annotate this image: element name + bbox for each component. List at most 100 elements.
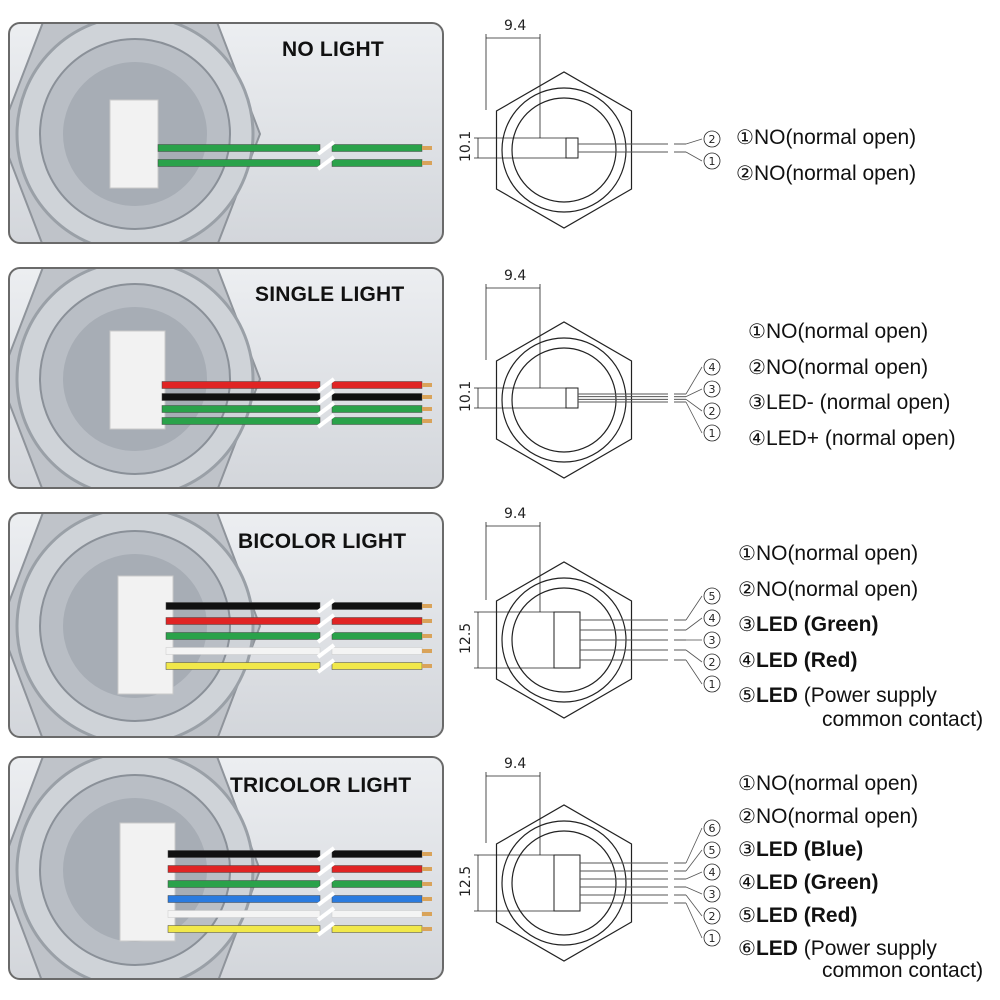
wire (161, 413, 432, 429)
legend-item: ③LED (Green) (738, 612, 879, 636)
pin-legend: ①NO(normal open) ②NO(normal open) ③LED- … (748, 314, 956, 456)
legend-item: ②NO(normal open) (736, 160, 917, 185)
wire-bundle (161, 377, 432, 429)
wire (167, 861, 432, 877)
lead-wire (580, 902, 703, 939)
wire (165, 613, 432, 629)
pin-marker: 1 (703, 152, 721, 170)
dimension-height-label: 10.1 (458, 131, 474, 162)
pin-marker: 3 (703, 380, 721, 398)
hex-nut-outline (495, 71, 633, 229)
dimension-width-label: 9.4 (504, 18, 526, 34)
svg-text:1: 1 (709, 678, 716, 691)
wire-bundle (167, 846, 432, 937)
wires (157, 140, 432, 171)
wires (167, 846, 432, 937)
svg-text:3: 3 (709, 888, 716, 901)
lead-wire (580, 886, 703, 895)
pin-marker: 5 (703, 841, 721, 859)
pin-marker: 2 (703, 653, 721, 671)
lead-wire (580, 894, 703, 917)
svg-text:2: 2 (709, 133, 716, 146)
legend-item: ③LED- (normal open) (748, 390, 951, 414)
pin-legend: ①NO(normal open) ②NO(normal open) ③LED (… (738, 536, 983, 732)
wire (157, 155, 432, 171)
switch-photo (10, 514, 262, 736)
svg-text:3: 3 (709, 383, 716, 396)
hex-nut-outline (495, 804, 633, 962)
dimension-drawing: 9.4 10.1 4 3 2 1 (458, 268, 721, 479)
wires (161, 377, 432, 429)
wire (167, 876, 432, 892)
lead-wire (578, 138, 703, 145)
bezel-circle (501, 87, 627, 213)
type-title: BICOLOR LIGHT (238, 530, 407, 553)
legend-item: ①NO(normal open) (748, 319, 929, 343)
lead-wire (580, 871, 703, 880)
lead-wire (580, 659, 703, 685)
svg-text:2: 2 (709, 405, 716, 418)
dimension-width-label: 9.4 (504, 756, 526, 772)
legend-item: ③LED (Blue) (738, 837, 864, 861)
wires (165, 598, 432, 674)
svg-text:2: 2 (709, 910, 716, 923)
svg-text:2: 2 (709, 656, 716, 669)
legend-item: ②NO(normal open) (738, 576, 919, 601)
wire-bundle (165, 598, 432, 674)
switch-photo-panel: NO LIGHT (8, 22, 444, 244)
wire-bundle (157, 140, 432, 171)
lead-wire (578, 366, 703, 395)
pin-marker: 1 (703, 675, 721, 693)
dimension-height-label: 12.5 (458, 623, 474, 654)
hex-nut-outline (495, 321, 633, 479)
lead-wire (580, 617, 703, 631)
wire (167, 846, 432, 862)
legend-item: ④LED+ (normal open) (748, 425, 956, 450)
connector-outline (565, 137, 579, 159)
lead-wire (578, 401, 703, 434)
wire (165, 643, 432, 659)
legend-item: ⑤LED (Red) (738, 903, 858, 927)
type-title: TRICOLOR LIGHT (230, 774, 412, 797)
pin-marker: 6 (703, 819, 721, 837)
wire (167, 906, 432, 922)
lead-wire (578, 151, 703, 162)
svg-text:1: 1 (709, 932, 716, 945)
switch-photo-panel: TRICOLOR LIGHT (8, 756, 444, 980)
pin-marker: 2 (703, 130, 721, 148)
pin-marker: 1 (703, 424, 721, 442)
lead-wire (580, 649, 703, 663)
svg-text:4: 4 (709, 866, 716, 879)
bezel-circle (501, 820, 627, 946)
dimension-height-label: 10.1 (458, 381, 474, 412)
button-circle (511, 97, 617, 203)
dimension-width-label: 9.4 (504, 506, 526, 522)
pin-marker: 3 (703, 631, 721, 649)
pin-marker: 1 (703, 929, 721, 947)
connector-outline (565, 387, 579, 409)
svg-text:4: 4 (709, 361, 716, 374)
switch-photo (10, 269, 262, 487)
lead-wire (580, 849, 703, 872)
dimension-width-label: 9.4 (504, 268, 526, 284)
pin-marker: 4 (703, 358, 721, 376)
button-circle (511, 830, 617, 936)
wire (165, 658, 432, 674)
pin-marker: 4 (703, 609, 721, 627)
svg-text:5: 5 (709, 844, 716, 857)
pin-marker: 4 (703, 863, 721, 881)
legend-item: ②NO(normal open) (748, 354, 929, 379)
svg-text:1: 1 (709, 427, 716, 440)
button-circle (511, 347, 617, 453)
legend-item: ①NO(normal open) (738, 771, 919, 795)
connector-outline (553, 854, 581, 912)
type-title: NO LIGHT (282, 38, 384, 61)
